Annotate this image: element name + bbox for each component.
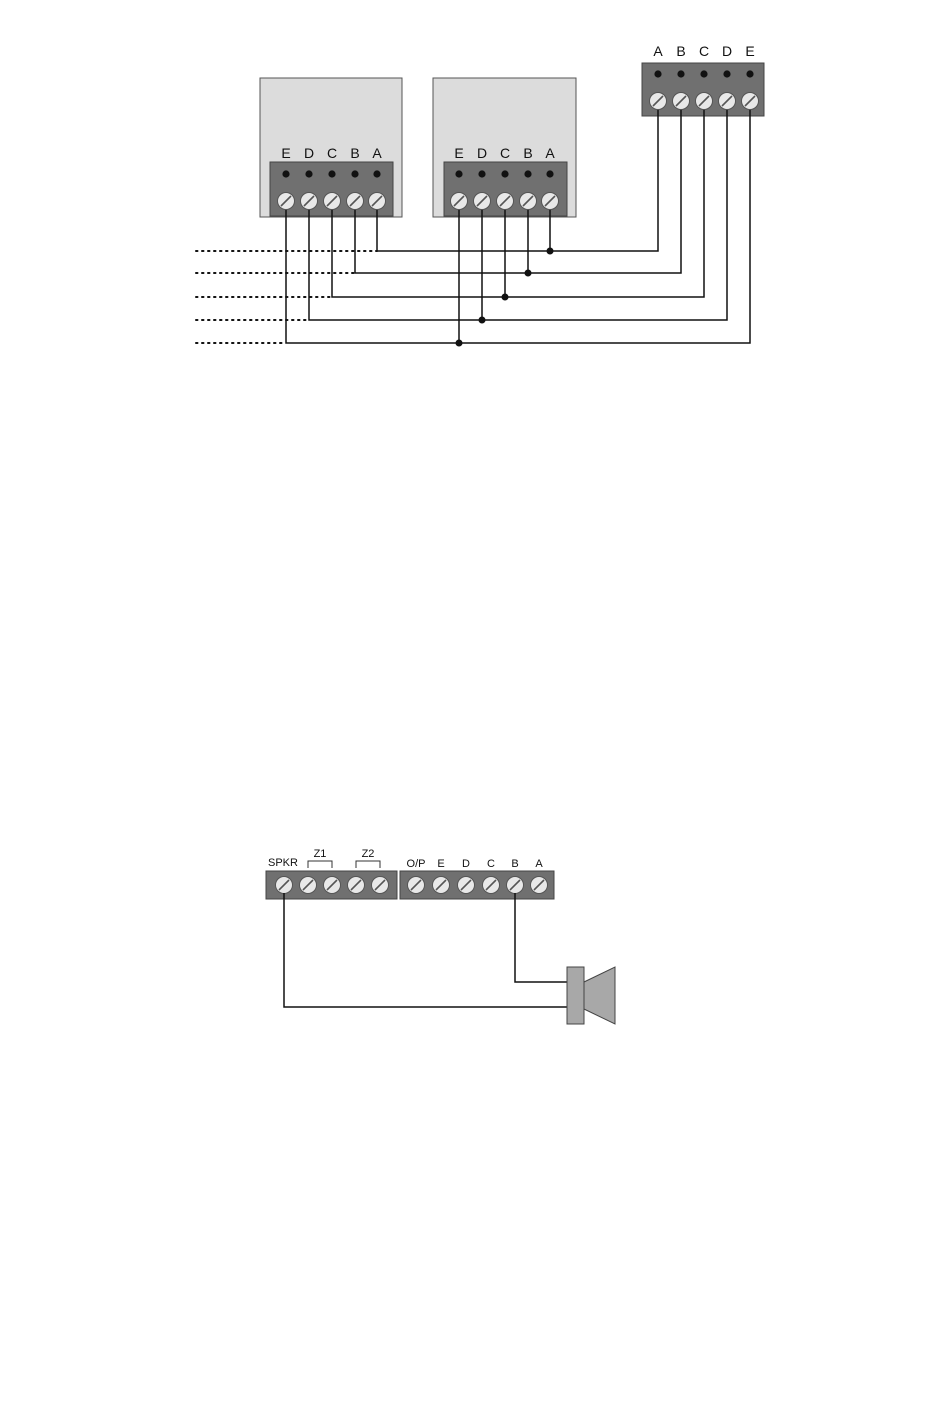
label-spkr: SPKR	[268, 857, 298, 869]
screw-terminal-icon[interactable]	[474, 193, 491, 210]
panel-label-e: E	[745, 43, 754, 59]
screw-terminal-icon[interactable]	[483, 877, 500, 894]
unit2-label-e: E	[454, 145, 463, 161]
unit1-label-b: B	[350, 145, 359, 161]
panel-label-b: B	[676, 43, 685, 59]
panel-label-d: D	[722, 43, 732, 59]
unit2-label-d: D	[477, 145, 487, 161]
panel-label-c: C	[699, 43, 709, 59]
label-b: B	[511, 858, 518, 870]
unit2-label-a: A	[545, 145, 555, 161]
spkr-zone-terminal-block	[266, 871, 397, 899]
screw-terminal-icon[interactable]	[742, 93, 759, 110]
screw-terminal-icon[interactable]	[650, 93, 667, 110]
label-d: D	[462, 858, 470, 870]
unit1-label-c: C	[327, 145, 337, 161]
screw-terminal-icon[interactable]	[369, 193, 386, 210]
unit1-label-a: A	[372, 145, 382, 161]
unit1-label-e: E	[281, 145, 290, 161]
screw-terminal-icon[interactable]	[531, 877, 548, 894]
screw-terminal-icon[interactable]	[324, 193, 341, 210]
screw-terminal-icon[interactable]	[276, 877, 293, 894]
screw-terminal-icon[interactable]	[348, 877, 365, 894]
panel-label-a: A	[653, 43, 663, 59]
unit1-label-d: D	[304, 145, 314, 161]
screw-terminal-icon[interactable]	[408, 877, 425, 894]
screw-terminal-icon[interactable]	[696, 93, 713, 110]
label-e: E	[437, 858, 444, 870]
screw-terminal-icon[interactable]	[520, 193, 537, 210]
z1-link-bracket	[308, 861, 332, 868]
unit2-label-b: B	[523, 145, 532, 161]
label-z1: Z1	[314, 848, 327, 860]
bus-wiring-diagram: E D C B A E D C B A	[196, 43, 764, 347]
screw-terminal-icon[interactable]	[542, 193, 559, 210]
screw-terminal-icon[interactable]	[433, 877, 450, 894]
label-c: C	[487, 858, 495, 870]
screw-terminal-icon[interactable]	[300, 877, 317, 894]
remote-unit-1: E D C B A	[260, 78, 402, 217]
speaker-wiring-diagram: SPKR Z1 Z2 O/P E D C B A	[266, 848, 615, 1024]
label-op: O/P	[407, 858, 426, 870]
screw-terminal-icon[interactable]	[673, 93, 690, 110]
screw-terminal-icon[interactable]	[324, 877, 341, 894]
screw-terminal-icon[interactable]	[719, 93, 736, 110]
screw-terminal-icon[interactable]	[278, 193, 295, 210]
screw-terminal-icon[interactable]	[301, 193, 318, 210]
output-bus-terminal-block	[400, 871, 554, 899]
speaker-wires	[284, 893, 567, 1007]
remote-unit-2: E D C B A	[433, 78, 576, 217]
loudspeaker-icon	[567, 967, 615, 1024]
screw-terminal-icon[interactable]	[372, 877, 389, 894]
screw-terminal-icon[interactable]	[451, 193, 468, 210]
label-a: A	[535, 858, 543, 870]
screw-terminal-icon[interactable]	[507, 877, 524, 894]
label-z2: Z2	[362, 848, 375, 860]
screw-terminal-icon[interactable]	[347, 193, 364, 210]
screw-terminal-icon[interactable]	[497, 193, 514, 210]
screw-terminal-icon[interactable]	[458, 877, 475, 894]
control-panel-terminal-block: A B C D E	[642, 43, 764, 116]
z2-link-bracket	[356, 861, 380, 868]
unit2-label-c: C	[500, 145, 510, 161]
